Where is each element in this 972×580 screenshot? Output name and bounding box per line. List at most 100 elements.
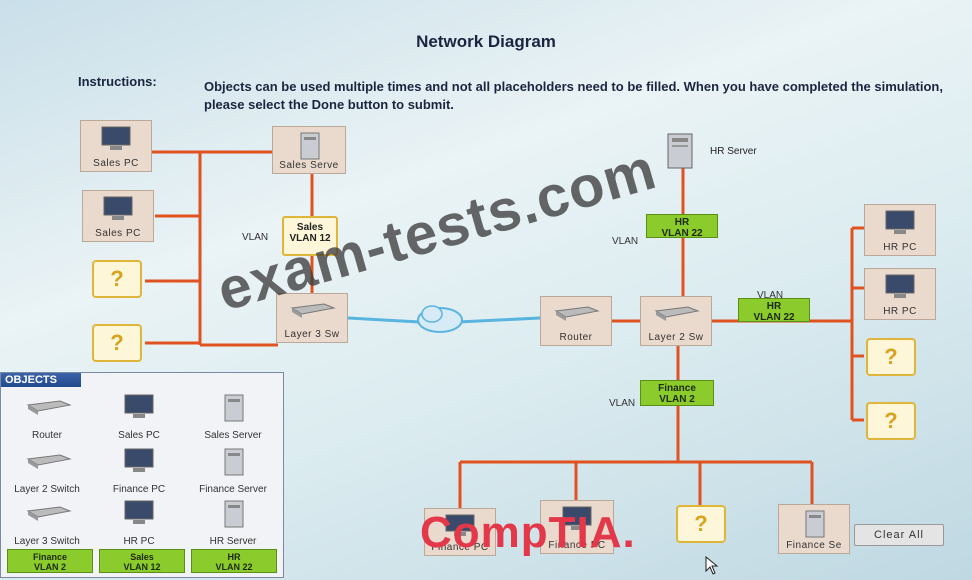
- vlan-number: VLAN 22: [661, 228, 703, 239]
- sales-pc-node-1[interactable]: Sales PC: [80, 120, 152, 172]
- object-label: HR Server: [209, 536, 257, 547]
- object-hr-vlan-tag[interactable]: HR VLAN 22: [191, 549, 277, 573]
- hr-pc-node-1[interactable]: HR PC: [864, 204, 936, 256]
- object-hr-server[interactable]: HR Server: [187, 497, 279, 549]
- object-label: Layer 2 Switch: [14, 484, 80, 495]
- device-label: HR PC: [883, 306, 917, 317]
- pc-icon: [124, 448, 154, 472]
- object-label: HR PC: [123, 536, 155, 547]
- placeholder-slot[interactable]: ?: [92, 324, 142, 362]
- vlan-number: VLAN 2: [33, 562, 66, 572]
- object-sales-vlan-tag[interactable]: Sales VLAN 12: [99, 549, 185, 573]
- pc-icon: [101, 126, 131, 150]
- switch-icon: [26, 506, 72, 521]
- device-label: HR PC: [883, 242, 917, 253]
- object-finance-vlan-tag[interactable]: Finance VLAN 2: [7, 549, 93, 573]
- pc-icon: [885, 210, 915, 234]
- server-icon: [224, 394, 244, 422]
- vlan-name: Sales: [296, 222, 324, 233]
- finance-pc-node-1[interactable]: Finance PC: [424, 508, 496, 556]
- finance-pc-node-2[interactable]: Finance PC: [540, 500, 614, 554]
- right-switch-node[interactable]: Layer 2 Sw: [640, 296, 712, 346]
- vlan-label: VLAN: [612, 236, 639, 247]
- hr-server-icon[interactable]: [662, 132, 702, 170]
- device-label: Finance PC: [431, 542, 489, 553]
- object-label: Router: [31, 430, 62, 441]
- pc-icon: [103, 196, 133, 220]
- pc-icon: [885, 274, 915, 298]
- vlan-name: HR: [766, 301, 782, 312]
- instructions-text: Objects can be used multiple times and n…: [204, 79, 943, 112]
- vlan-number: VLAN 2: [659, 394, 695, 405]
- object-label: Sales PC: [118, 430, 160, 441]
- hr-server-label: HR Server: [710, 146, 757, 157]
- switch-icon: [26, 454, 72, 469]
- hr-pc-node-2[interactable]: HR PC: [864, 268, 936, 320]
- object-label: Sales Server: [204, 430, 262, 441]
- device-label: Router: [559, 332, 593, 343]
- sales-pc-node-2[interactable]: Sales PC: [82, 190, 154, 242]
- object-router[interactable]: Router: [1, 391, 93, 443]
- switch-icon: [290, 303, 336, 318]
- object-label: Layer 3 Switch: [14, 536, 80, 547]
- object-finance-server[interactable]: Finance Server: [187, 445, 279, 497]
- vlan-label: VLAN: [757, 290, 784, 301]
- comptia-logo: CompTIA.: [420, 508, 636, 557]
- hr-vlan-tag-top[interactable]: HR VLAN 22: [646, 214, 718, 239]
- object-label: Finance PC: [112, 484, 166, 495]
- pc-icon: [124, 394, 154, 418]
- hr-vlan-tag-right[interactable]: HR VLAN 22: [738, 298, 810, 323]
- cloud-icon: [417, 305, 463, 333]
- object-finance-pc[interactable]: Finance PC: [93, 445, 185, 497]
- mouse-cursor-icon: [705, 556, 719, 575]
- finance-vlan-tag[interactable]: Finance VLAN 2: [640, 380, 714, 406]
- router-icon: [554, 306, 600, 321]
- vlan-label: VLAN: [242, 232, 269, 243]
- sales-server-node[interactable]: Sales Serve: [272, 126, 346, 174]
- server-icon: [805, 510, 825, 538]
- placeholder-slot[interactable]: ?: [866, 402, 916, 440]
- router-icon: [26, 400, 72, 415]
- vlan-number: VLAN 12: [289, 233, 331, 244]
- cloud-link: [347, 316, 541, 324]
- vlan-number: VLAN 22: [215, 562, 253, 572]
- sales-vlan-slot[interactable]: Sales VLAN 12: [282, 216, 338, 256]
- objects-panel: OBJECTS Router Sales PC Sales Server Lay…: [0, 372, 284, 578]
- instructions-label: Instructions:: [78, 74, 157, 89]
- objects-header: OBJECTS: [1, 373, 81, 387]
- device-label: Layer 3 Sw: [284, 329, 340, 340]
- switch-icon: [654, 306, 700, 321]
- device-label: Finance Se: [786, 540, 842, 551]
- vlan-name: HR: [227, 552, 241, 562]
- vlan-label: VLAN: [609, 398, 636, 409]
- placeholder-slot[interactable]: ?: [676, 505, 726, 543]
- vlan-name: Finance: [32, 552, 67, 562]
- placeholder-slot[interactable]: ?: [92, 260, 142, 298]
- device-label: Sales PC: [95, 228, 141, 239]
- router-node[interactable]: Router: [540, 296, 612, 346]
- clear-all-button[interactable]: Clear All: [854, 524, 944, 546]
- object-sales-pc[interactable]: Sales PC: [93, 391, 185, 443]
- object-label: Finance Server: [199, 484, 267, 495]
- device-label: Sales PC: [93, 158, 139, 169]
- device-label: Layer 2 Sw: [648, 332, 704, 343]
- pc-icon: [124, 500, 154, 524]
- server-icon: [224, 500, 244, 528]
- left-switch-node[interactable]: Layer 3 Sw: [276, 293, 348, 343]
- device-label: Finance PC: [548, 540, 606, 551]
- device-label: Sales Serve: [279, 160, 339, 171]
- vlan-number: VLAN 12: [123, 562, 161, 572]
- placeholder-slot[interactable]: ?: [866, 338, 916, 376]
- object-sales-server[interactable]: Sales Server: [187, 391, 279, 443]
- finance-server-node[interactable]: Finance Se: [778, 504, 850, 554]
- pc-icon: [445, 514, 475, 536]
- object-layer-3-switch[interactable]: Layer 3 Switch: [1, 497, 93, 549]
- object-layer-2-switch[interactable]: Layer 2 Switch: [1, 445, 93, 497]
- server-icon: [224, 448, 244, 476]
- object-hr-pc[interactable]: HR PC: [93, 497, 185, 549]
- page-title: Network Diagram: [416, 32, 556, 51]
- vlan-name: Sales: [130, 552, 154, 562]
- server-icon: [300, 132, 320, 160]
- vlan-name: HR: [674, 217, 690, 228]
